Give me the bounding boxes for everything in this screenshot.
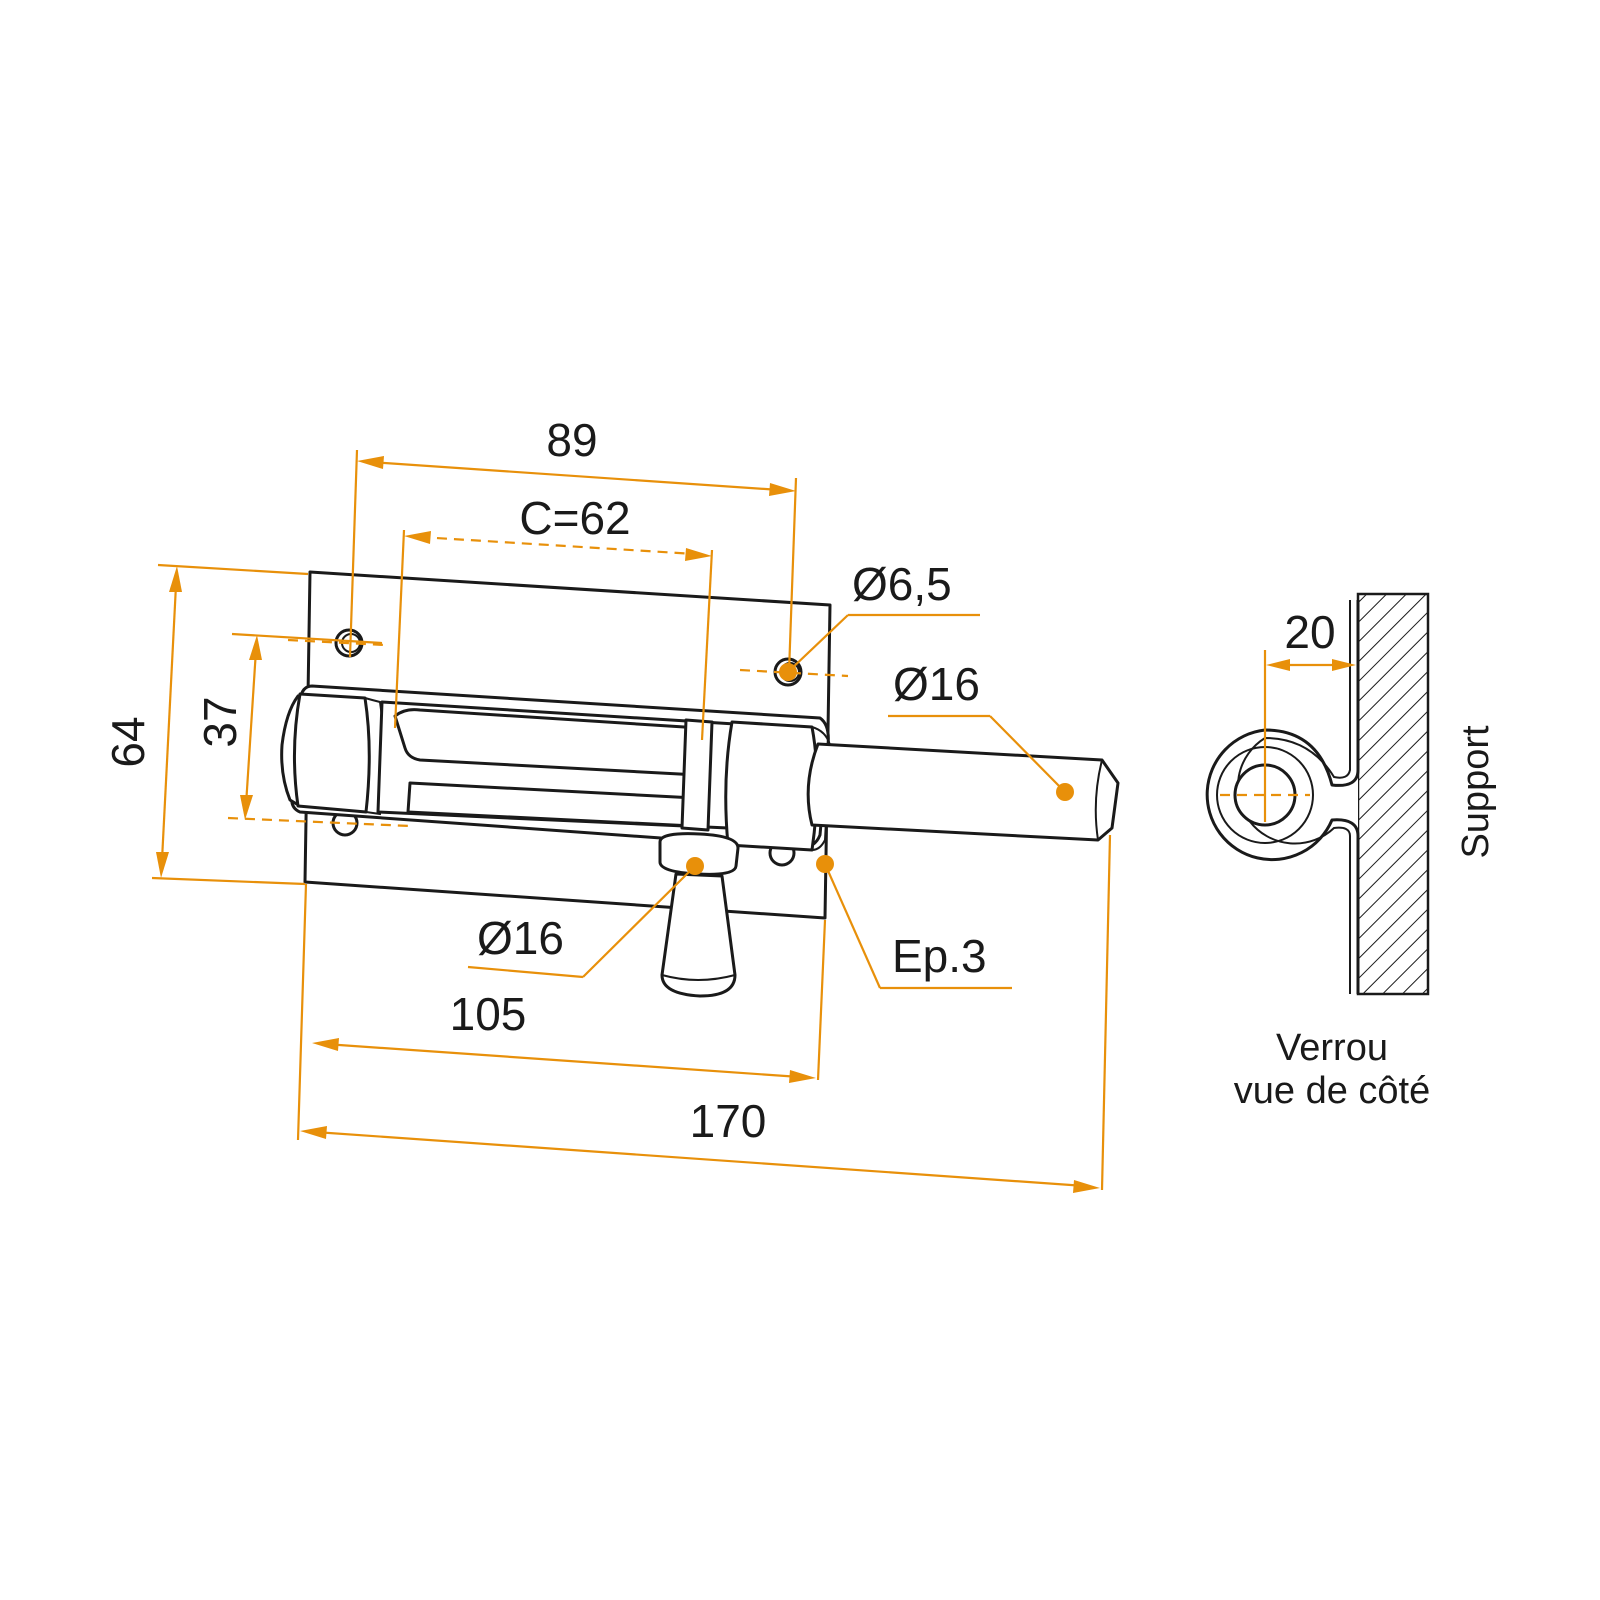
ext-62-right — [700, 549, 714, 741]
dimension-labels: 89 C=62 Ø6,5 Ø16 64 37 Ø16 Ep.3 105 170 — [102, 414, 987, 1147]
ext-105-left — [296, 883, 308, 1141]
arrow-105-right — [789, 1070, 816, 1083]
collar-right — [724, 720, 819, 852]
arrow-89-left — [357, 456, 384, 469]
arrow-37-bottom — [240, 795, 253, 820]
dimension-lines — [151, 449, 1112, 1193]
support-wall — [1356, 592, 1430, 996]
ext-105-right — [816, 919, 827, 1081]
dim-line-64 — [160, 584, 178, 861]
leader-thickness — [823, 863, 882, 989]
ext-64-bottom — [151, 876, 306, 886]
knob-handle-base — [661, 974, 736, 981]
dim-line-89 — [369, 460, 781, 492]
leader-knob — [582, 865, 696, 978]
arrow-64-bottom — [156, 852, 169, 878]
dim-line-37 — [244, 649, 258, 806]
leader-bolt — [989, 715, 1066, 793]
knob-collar — [658, 832, 740, 876]
dim-hole-diameter: Ø6,5 — [852, 558, 952, 610]
arrow-89-right — [769, 483, 796, 496]
lock-front-view — [280, 570, 1120, 998]
dim-line-170 — [314, 1130, 1086, 1188]
dim-guide-height: 37 — [194, 696, 246, 747]
dim-line-62 — [419, 535, 696, 556]
knob-handle — [660, 872, 737, 998]
sliding-peg — [680, 718, 714, 832]
ext-62-left — [393, 529, 406, 729]
leader-knob-shelf — [467, 965, 584, 979]
arrow-62-right — [685, 548, 712, 561]
arrow-20-left — [1266, 659, 1290, 671]
support-label: Support — [1455, 725, 1497, 859]
ext-89-right — [787, 477, 798, 673]
dim-plate-width: 105 — [450, 988, 527, 1040]
side-view-caption-line2: vue de côté — [1234, 1070, 1430, 1112]
dim-knob-diameter: Ø16 — [477, 912, 564, 964]
arrow-62-left — [404, 531, 431, 544]
dim-plate-thickness: Ep.3 — [892, 930, 987, 982]
collar-left — [292, 692, 371, 814]
ext-64-top — [157, 563, 309, 576]
dim-center-distance: C=62 — [519, 492, 630, 544]
dim-hole-spacing: 89 — [546, 414, 597, 466]
dot-bolt — [1056, 783, 1074, 801]
dim-plate-height: 64 — [102, 716, 154, 767]
dot-knob — [686, 857, 704, 875]
side-view-caption-line1: Verrou — [1276, 1027, 1388, 1069]
arrow-105-left — [312, 1038, 339, 1051]
dim-side-offset: 20 — [1284, 606, 1335, 658]
arrow-37-top — [249, 635, 262, 660]
ext-170-right — [1100, 834, 1112, 1191]
arrow-20-right — [1332, 659, 1356, 671]
arrow-64-top — [169, 566, 182, 592]
arrow-170-right — [1073, 1180, 1100, 1193]
lock-side-view: 20 Support Verrou vue de côté — [1205, 592, 1497, 1112]
leader-hole — [787, 614, 849, 673]
ext-89-left — [348, 449, 359, 658]
dim-bolt-diameter: Ø16 — [893, 658, 980, 710]
dim-total-length: 170 — [690, 1095, 767, 1147]
arrow-170-left — [300, 1126, 327, 1139]
bolt-tip-line — [1094, 759, 1103, 841]
ext-37-bottom — [227, 816, 411, 828]
dim-line-105 — [324, 1042, 801, 1079]
dot-thickness — [816, 855, 834, 873]
dot-hole — [779, 663, 797, 681]
